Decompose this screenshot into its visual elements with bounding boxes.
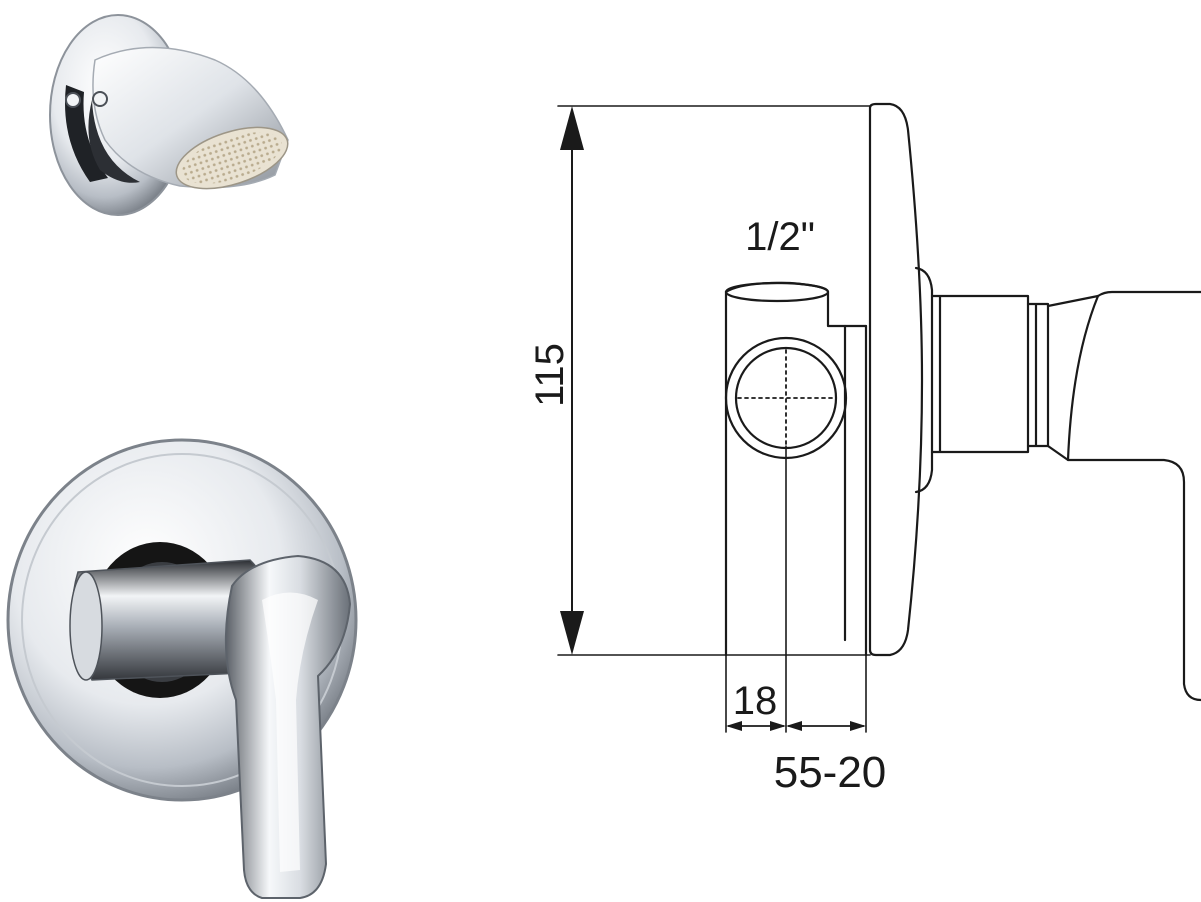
- height-dimension: 115: [528, 106, 584, 655]
- offset-dimension: 18: [726, 679, 786, 731]
- cartridge-ring: [1026, 302, 1050, 448]
- offset-arrow-right: [770, 721, 786, 731]
- outlet-circle-inner: [734, 346, 838, 450]
- technical-drawing: [557, 102, 1201, 733]
- depth-arrow-left: [786, 721, 802, 731]
- height-arrow-top: [560, 106, 584, 150]
- shower-head-image: [49, 14, 289, 216]
- shower-head-shadow: [88, 100, 140, 183]
- depth-dimension: 55-20: [774, 721, 887, 797]
- shower-head-dark-reflection: [65, 85, 108, 182]
- outlet-circle-outer: [724, 336, 848, 460]
- shower-head-screw-right: [92, 91, 108, 107]
- handle-neck: [1066, 294, 1100, 462]
- mixer-image: [6, 438, 358, 899]
- offset-label: 18: [733, 679, 778, 723]
- shower-head-nozzle-dots: [182, 132, 282, 184]
- thread-label: 1/2": [745, 215, 815, 259]
- mixer-cylinder-end: [69, 571, 103, 681]
- offset-arrow-left: [726, 721, 742, 731]
- cartridge-sleeve: [930, 294, 1030, 454]
- handle-profile: [1046, 290, 1201, 702]
- depth-label: 55-20: [774, 748, 887, 797]
- inlet-opening: [724, 281, 830, 303]
- wall-plate-profile: [868, 102, 924, 657]
- height-arrow-bottom: [560, 611, 584, 655]
- mixer-handle-highlight: [262, 592, 318, 872]
- height-label: 115: [528, 343, 572, 407]
- depth-arrow-right: [850, 721, 866, 731]
- shower-head-screw-left: [65, 92, 81, 108]
- cartridge-flange: [914, 266, 934, 494]
